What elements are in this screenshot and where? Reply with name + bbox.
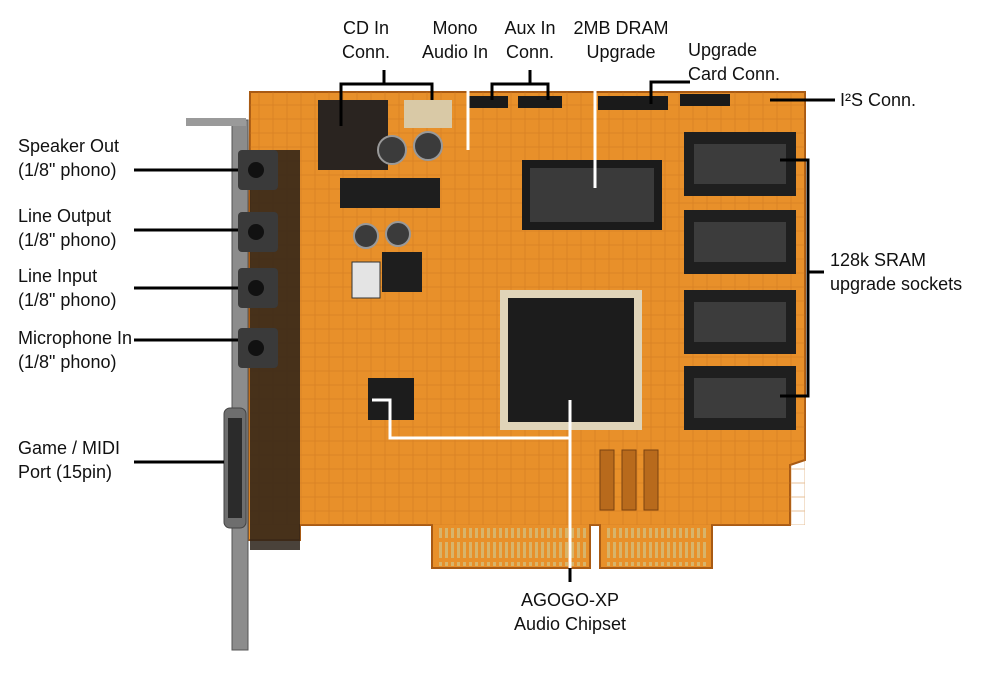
label-i2s-conn: I²S Conn.: [840, 90, 917, 110]
metal-bracket: [231, 119, 249, 651]
label-line-output: Line Output(1/8" phono): [18, 206, 117, 250]
leader-lines-top: [339, 70, 835, 126]
label-speaker-out: Speaker Out(1/8" phono): [18, 136, 120, 180]
leader-lines-white: [372, 72, 597, 568]
audio-jacks: [238, 150, 278, 368]
game-port-connector: [223, 407, 247, 529]
board-components: [318, 94, 796, 511]
sram-bracket: [780, 158, 810, 398]
label-line-input: Line Input(1/8" phono): [18, 266, 117, 310]
label-microphone-in: Microphone In(1/8" phono): [18, 328, 133, 372]
leader-lines-left: [134, 168, 238, 464]
